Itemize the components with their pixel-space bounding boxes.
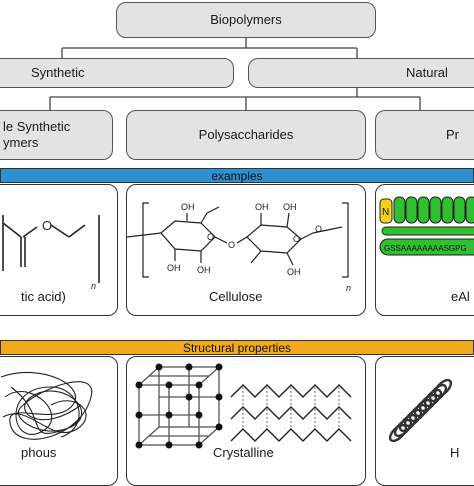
protein-helix-turn: [393, 196, 406, 224]
helix-coil: [388, 423, 408, 443]
structural-properties-label: Structural properties: [182, 340, 292, 355]
biopolymers-node: Biopolymers: [116, 2, 376, 38]
biodegradable-synthetic-node: le Synthetic ymers: [0, 110, 113, 160]
helix-coil: [393, 418, 413, 438]
protein-helix-turn: [441, 196, 454, 224]
helical-panel: H: [375, 356, 474, 486]
protein-n-terminal: [379, 198, 393, 224]
cellulose-ring-o-1: O: [207, 232, 214, 242]
helix-coil: [423, 388, 443, 408]
protein-helix-turn: [453, 196, 466, 224]
tree-connectors: [49, 37, 421, 110]
pla-structure: O n: [0, 215, 100, 291]
synthetic-label: Synthetic: [31, 65, 85, 81]
crystalline-panel: Crystalline: [126, 356, 366, 486]
natural-label: Natural: [406, 65, 448, 81]
pla-caption: tic acid): [21, 289, 66, 304]
natural-node: Natural: [248, 58, 474, 88]
crystalline-structure: [135, 363, 352, 449]
cellulose-glycosidic-o: O: [228, 240, 235, 250]
protein-sequence-band: [379, 238, 474, 256]
crystalline-caption: Crystalline: [213, 445, 274, 460]
helical-structure: [388, 378, 453, 443]
examples-bar: examples: [0, 168, 474, 183]
cellulose-panel: OH OH OH OH OH OH O O O O n Cellulose: [126, 184, 366, 316]
protein-helix-turn: [429, 196, 442, 224]
protein-structure: N GSSAAAAAAAASGPG: [379, 196, 474, 256]
synthetic-node: Synthetic: [0, 58, 234, 88]
protein-sequence: GSSAAAAAAAASGPG: [384, 244, 467, 253]
helix-coil: [413, 398, 433, 418]
pla-panel: O n tic acid): [0, 184, 118, 316]
proteins-node: Pr: [375, 110, 474, 160]
protein-helix-band: [381, 226, 474, 236]
biopolymers-label: Biopolymers: [210, 12, 282, 28]
polysaccharides-label: Polysaccharides: [198, 127, 294, 143]
cellulose-oh-6: OH: [287, 267, 301, 277]
cellulose-oh-4: OH: [255, 202, 269, 212]
cellulose-structure: OH OH OH OH OH OH O O O O n: [127, 202, 351, 293]
pla-subscript-n: n: [91, 281, 96, 291]
polysaccharides-node: Polysaccharides: [126, 110, 366, 160]
protein-helix-turn: [405, 196, 418, 224]
examples-bar-label: examples: [211, 168, 263, 183]
amorphous-caption: phous: [21, 445, 57, 460]
protein-panel: N GSSAAAAAAAASGPG eAl: [375, 184, 474, 316]
cellulose-terminal-o: O: [315, 224, 322, 234]
protein-caption: eAl: [451, 289, 470, 304]
biodegradable-synthetic-label: le Synthetic ymers: [3, 119, 71, 150]
pla-oxygen: O: [42, 218, 52, 233]
helix-coil: [418, 393, 438, 413]
amorphous-panel: phous: [0, 356, 118, 486]
helix-coil: [403, 408, 423, 428]
protein-helix-turn: [465, 196, 474, 224]
cellulose-oh-3: OH: [197, 265, 211, 275]
helix-coil: [408, 403, 428, 423]
helix-coil: [428, 383, 448, 403]
cellulose-oh-2: OH: [167, 263, 181, 273]
protein-n-label: N: [382, 207, 389, 218]
proteins-label: Pr: [446, 127, 459, 143]
helical-caption: H: [450, 445, 460, 460]
cellulose-oh-5: OH: [283, 202, 297, 212]
helix-coil: [433, 378, 453, 398]
cellulose-caption: Cellulose: [209, 289, 263, 304]
cellulose-subscript-n: n: [346, 283, 351, 293]
cellulose-ring-o-2: O: [293, 234, 300, 244]
cellulose-oh-1: OH: [181, 202, 195, 212]
helix-coil: [398, 413, 418, 433]
protein-helix-turn: [417, 196, 430, 224]
structural-properties-bar: Structural properties: [0, 340, 474, 355]
amorphous-structure: [0, 371, 93, 440]
